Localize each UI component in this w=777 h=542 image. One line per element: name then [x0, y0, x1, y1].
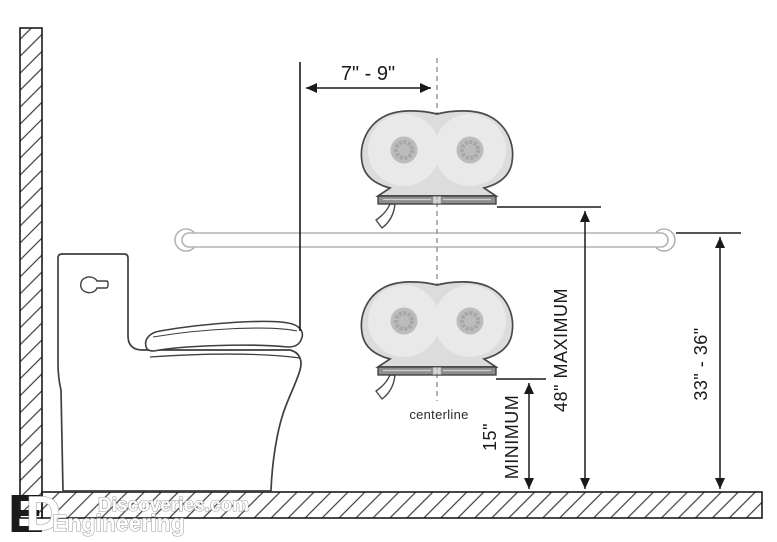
dimension-grab-bar-height-label: 33" - 36"	[691, 327, 711, 400]
wall-section	[19, 27, 43, 519]
logo-monogram-e: E	[8, 484, 44, 542]
roll-hub-ring-right	[460, 311, 480, 331]
toilet-paper-dispenser-lower	[360, 281, 514, 400]
dimension-offset: 7" - 9"	[299, 62, 431, 331]
roll-hub-ring-left	[394, 140, 414, 160]
floor-section	[41, 491, 763, 519]
grab-bar	[174, 228, 676, 252]
dimension-min-clearance-word: MINIMUM	[502, 395, 522, 479]
dimension-grab-bar-height: 33" - 36"	[676, 232, 741, 489]
flush-handle	[80, 276, 109, 294]
centerline-label: centerline	[409, 407, 468, 422]
toilet-rim-line	[149, 353, 301, 359]
roll-hub-ring-right	[460, 140, 480, 160]
dimension-min-clearance: 15" MINIMUM	[480, 378, 546, 489]
toilet-paper-dispenser-upper	[360, 110, 514, 229]
dimension-max-height: 48" MAXIMUM	[497, 206, 601, 489]
paper-tail	[375, 374, 396, 400]
toilet-seat-edge-line	[152, 327, 298, 338]
toilet	[57, 253, 304, 492]
dimension-max-height-label: 48" MAXIMUM	[551, 288, 571, 412]
toilet-seat	[144, 320, 304, 352]
dimension-offset-label: 7" - 9"	[341, 63, 395, 85]
paper-tail	[375, 203, 396, 229]
toilet-body	[57, 253, 302, 492]
dimension-min-clearance-value: 15"	[480, 423, 500, 451]
grab-bar-rail	[181, 232, 669, 248]
logo: E D Discoveries.com Engineering	[8, 484, 250, 542]
logo-line1: Discoveries.com	[98, 495, 249, 516]
roll-hub-ring-left	[394, 311, 414, 331]
logo-line2: Engineering	[52, 510, 185, 536]
logo-monogram-d: D	[26, 488, 61, 541]
